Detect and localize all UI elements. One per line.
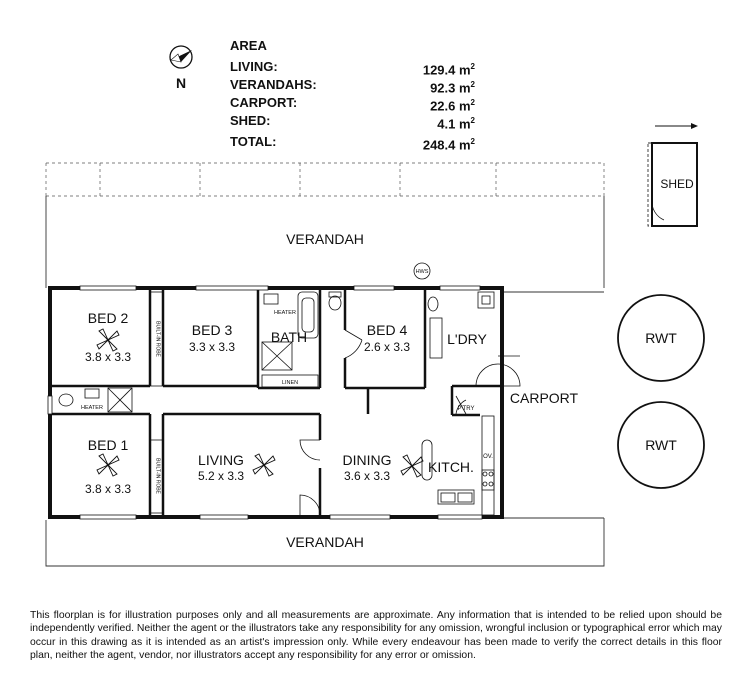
dining-name: DINING <box>343 452 392 468</box>
ceiling-fan-icon <box>96 328 120 352</box>
area-title: AREA <box>230 38 267 53</box>
bed1-name: BED 1 <box>88 437 129 453</box>
verandah-outline <box>45 162 605 197</box>
laundry-label: L'DRY <box>447 331 487 347</box>
area-total-label: TOTAL: <box>230 134 277 149</box>
hws-symbol <box>413 262 431 280</box>
shed <box>647 123 698 227</box>
area-row-total: TOTAL: 248.4 m2 <box>230 133 475 153</box>
shed-label: SHED <box>660 177 694 191</box>
area-row-label: CARPORT: <box>230 95 298 110</box>
hws-label: HWS <box>416 269 429 275</box>
ceiling-fan-icon <box>252 453 276 477</box>
bed3-name: BED 3 <box>192 322 233 338</box>
area-row-label: VERANDAHS: <box>230 77 317 92</box>
carport-label: CARPORT <box>510 390 579 406</box>
bath-fixtures <box>261 291 495 371</box>
bed2-size: 3.8 x 3.3 <box>85 350 131 364</box>
rainwater-tank-1 <box>617 294 705 382</box>
doors <box>299 329 521 516</box>
rainwater-tank-2 <box>617 401 705 489</box>
living-name: LIVING <box>198 452 244 468</box>
area-row-living: LIVING: 129.4 m2 <box>230 58 475 78</box>
area-row-verandahs: VERANDAHS: 92.3 m2 <box>230 76 475 96</box>
ceiling-fan-icon <box>96 453 120 477</box>
wc-fixtures <box>58 387 133 413</box>
disclaimer-text: This floorplan is for illustration purpo… <box>30 610 722 662</box>
north-label: N <box>176 75 186 91</box>
bath-label: BATH <box>271 329 307 345</box>
verandah-bottom-label: VERANDAH <box>286 534 364 550</box>
robe-label-top: BUILT-IN ROBE <box>155 321 161 357</box>
bath-heater-label: HEATER <box>274 310 296 316</box>
area-row-shed: SHED: 4.1 m2 <box>230 112 475 132</box>
bed4-name: BED 4 <box>367 322 408 338</box>
bed2-name: BED 2 <box>88 310 129 326</box>
area-row-value: 22.6 m2 <box>430 98 475 114</box>
area-total-value: 248.4 m2 <box>422 137 475 153</box>
ceiling-fan-icon <box>400 454 424 478</box>
dining-size: 3.6 x 3.3 <box>344 469 390 483</box>
linen-label: LINEN <box>282 380 298 386</box>
living-size: 5.2 x 3.3 <box>198 469 244 483</box>
north-arrow-icon <box>169 45 193 69</box>
verandah-top-label: VERANDAH <box>286 231 364 247</box>
rwt2-label: RWT <box>645 437 677 453</box>
pantry-label: P'TRY <box>457 406 474 412</box>
area-row-value: 129.4 m2 <box>422 62 475 78</box>
bed3-size: 3.3 x 3.3 <box>189 340 235 354</box>
bed4-size: 2.6 x 3.3 <box>364 340 410 354</box>
area-row-label: SHED: <box>230 113 271 128</box>
robe-label-bottom: BUILT-IN ROBE <box>155 458 161 494</box>
area-row-value: 4.1 m2 <box>437 116 475 132</box>
arrow-right-icon <box>691 123 698 129</box>
area-row-carport: CARPORT: 22.6 m2 <box>230 94 475 114</box>
area-table: AREA LIVING: 129.4 m2 VERANDAHS: 92.3 m2… <box>230 38 475 153</box>
kitchen-label: KITCH. <box>428 459 474 475</box>
wc-heater-label: HEATER <box>81 405 103 411</box>
rwt1-label: RWT <box>645 330 677 346</box>
area-row-label: LIVING: <box>230 59 278 74</box>
area-row-value: 92.3 m2 <box>430 80 475 96</box>
bed1-size: 3.8 x 3.3 <box>85 482 131 496</box>
oven-label: OV. <box>483 454 493 460</box>
